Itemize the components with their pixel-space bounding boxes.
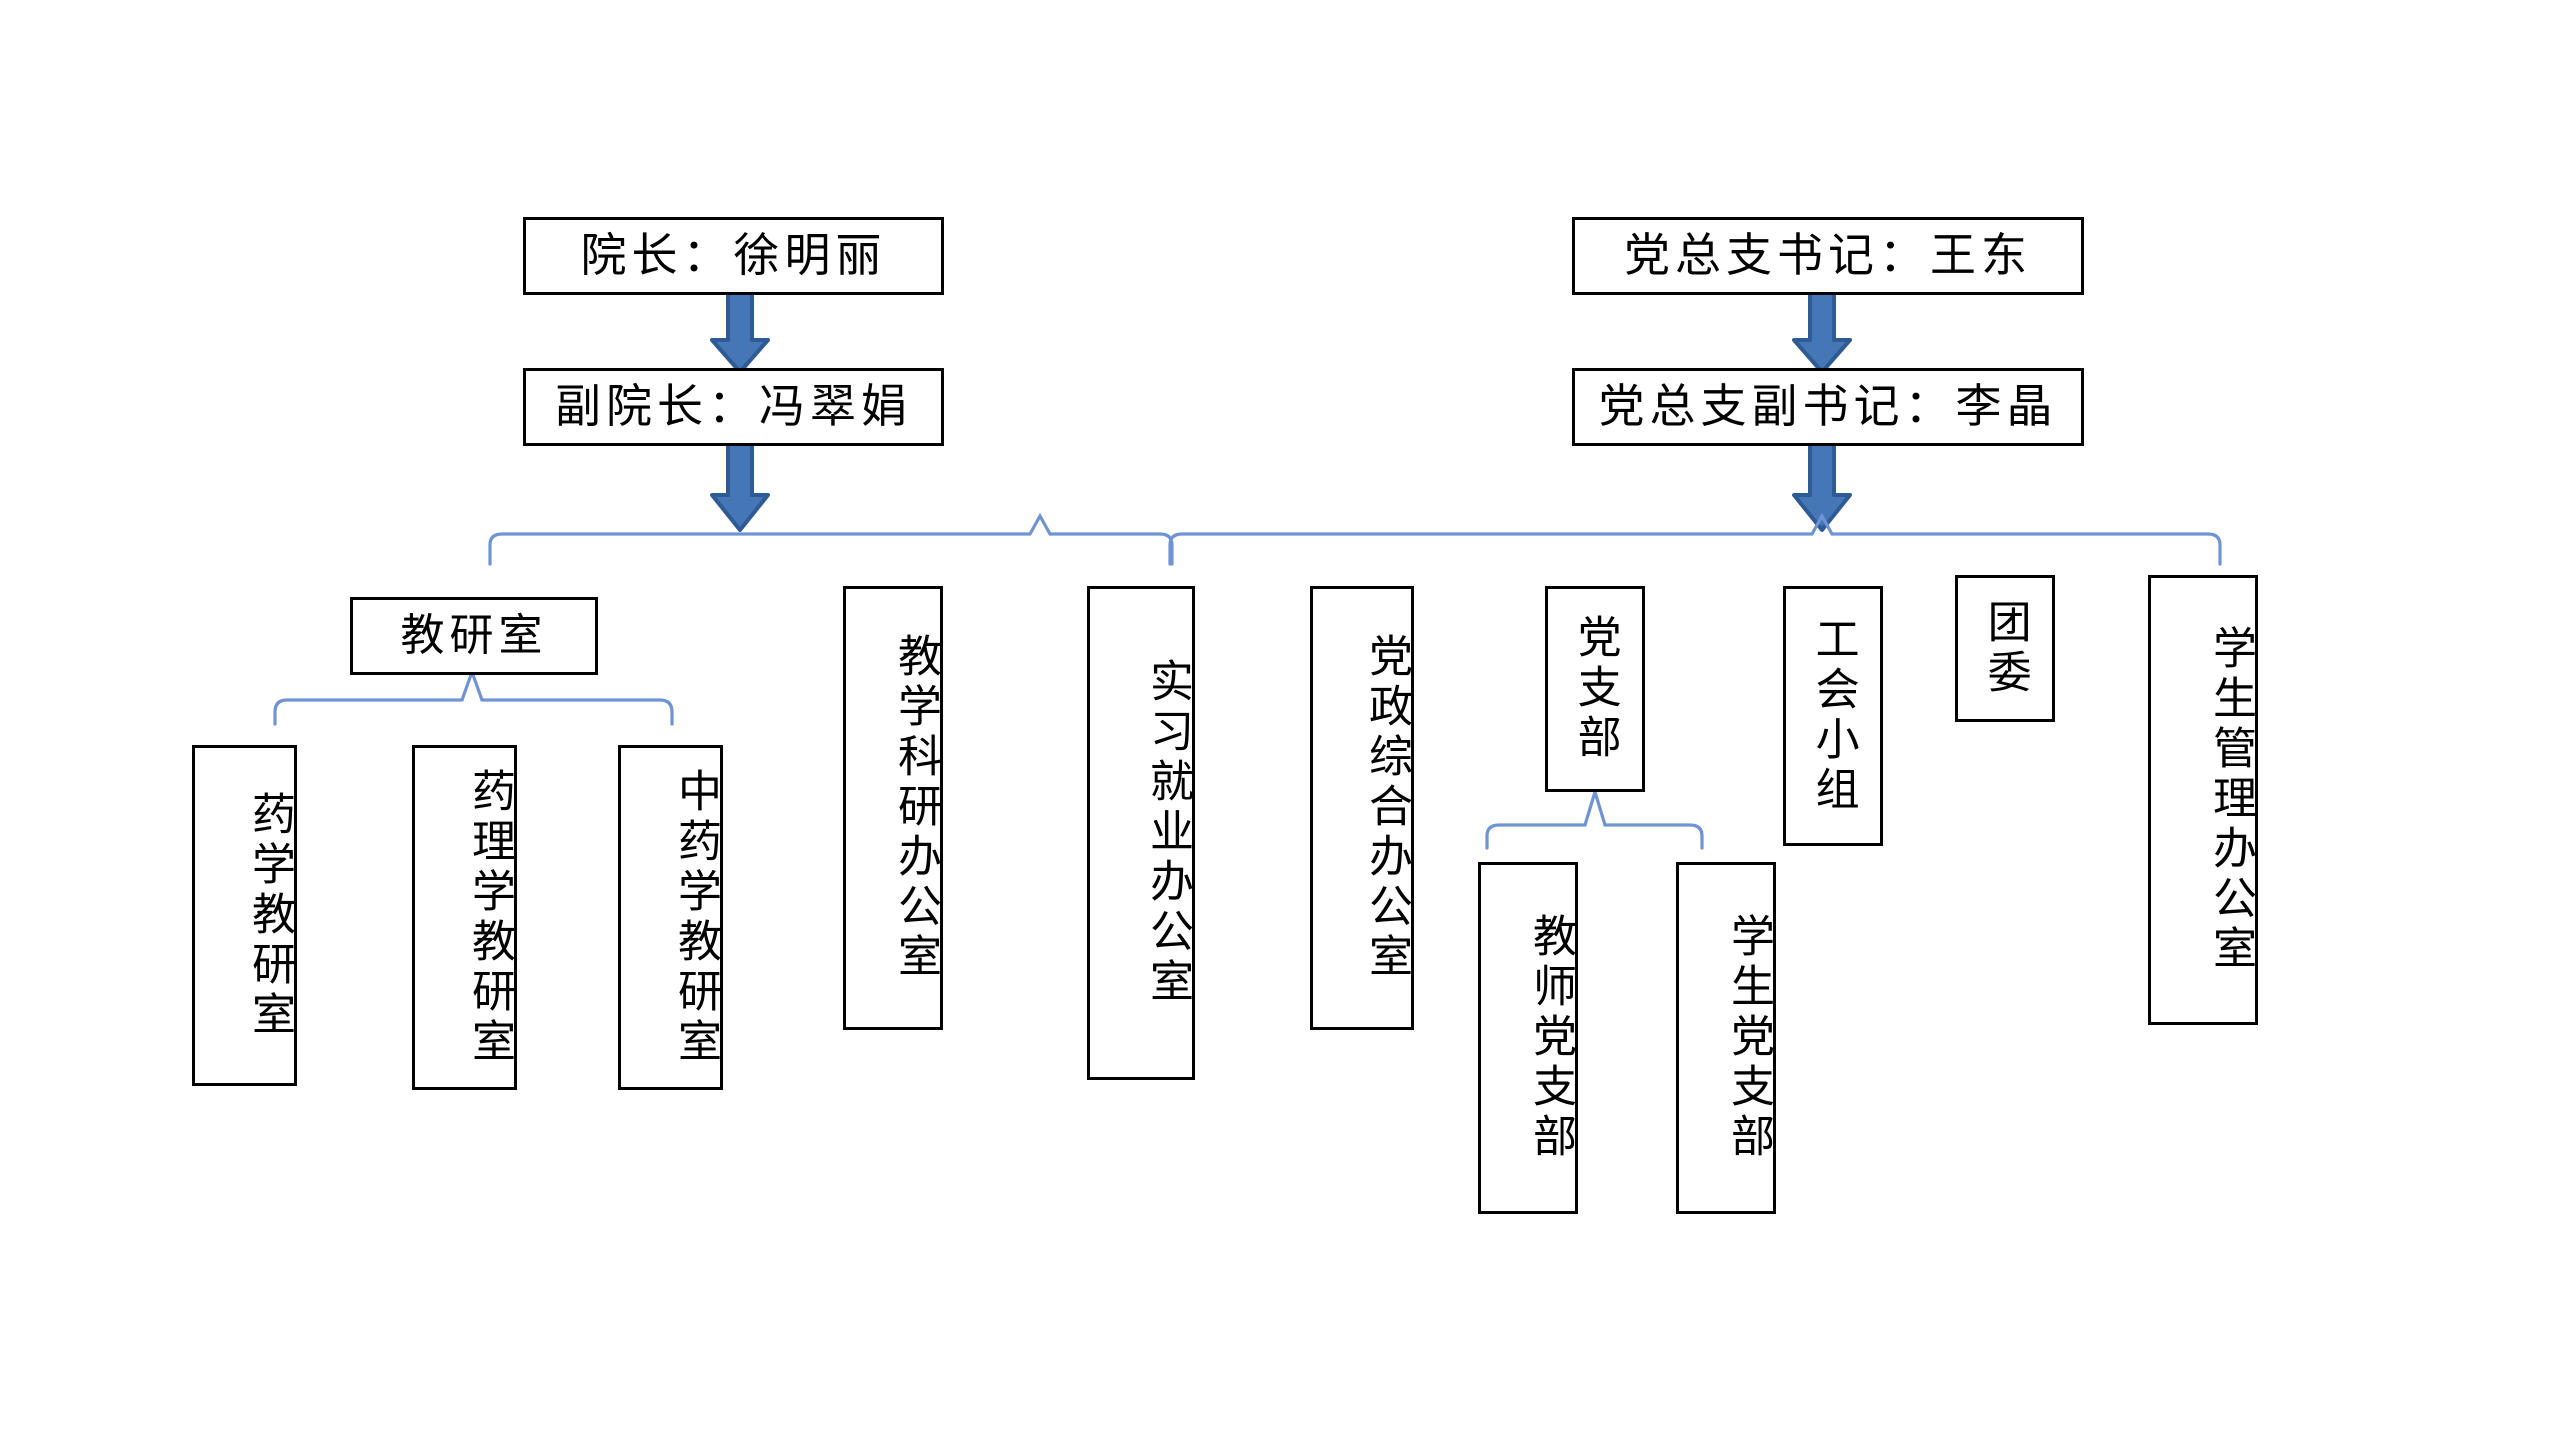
node-teaching-research-office-label: 教研室 (400, 610, 548, 662)
node-party-secretary-label: 党总支书记：王东 (1624, 228, 2032, 283)
node-youth-league-committee-label: 团委 (1979, 598, 2031, 699)
node-teaching-research-office[interactable]: 教研室 (350, 597, 598, 675)
node-teaching-science-office-label: 教学科研办公室 (890, 633, 941, 983)
node-party-secretary[interactable]: 党总支书记：王东 (1572, 217, 2084, 295)
arrow-secretary-to-deputy (1792, 290, 1852, 374)
node-party-admin-general-office-label: 党政综合办公室 (1361, 633, 1412, 983)
node-student-party-branch[interactable]: 学生党支部 (1676, 862, 1776, 1214)
node-student-management-office-label: 学生管理办公室 (2205, 625, 2256, 975)
bracket-party-units (1168, 512, 2222, 566)
bracket-teaching-office-children (273, 667, 674, 726)
arrow-vicedean-to-units (710, 441, 770, 532)
bracket-party-branch-children (1485, 786, 1704, 850)
node-student-management-office[interactable]: 学生管理办公室 (2148, 575, 2258, 1025)
node-union-group-label: 工会小组 (1807, 616, 1859, 816)
node-union-group[interactable]: 工会小组 (1783, 586, 1883, 846)
node-tcm-teaching-office-label: 中药学教研室 (670, 767, 721, 1068)
node-youth-league-committee[interactable]: 团委 (1955, 575, 2055, 722)
node-deputy-party-secretary-label: 党总支副书记：李晶 (1598, 379, 2058, 434)
node-vice-dean-label: 副院长：冯翠娟 (555, 379, 912, 434)
bracket-admin-units (488, 512, 1174, 566)
node-party-branch-label: 党支部 (1569, 614, 1621, 764)
node-internship-employment-office[interactable]: 实习就业办公室 (1087, 586, 1195, 1080)
node-student-party-branch-label: 学生党支部 (1723, 913, 1774, 1163)
node-dean-label: 院长：徐明丽 (580, 228, 887, 283)
node-dean[interactable]: 院长：徐明丽 (523, 217, 944, 295)
node-internship-employment-office-label: 实习就业办公室 (1142, 658, 1193, 1008)
arrow-dean-to-vicedean (710, 290, 770, 374)
node-teacher-party-branch[interactable]: 教师党支部 (1478, 862, 1578, 1214)
node-teacher-party-branch-label: 教师党支部 (1525, 913, 1576, 1163)
node-vice-dean[interactable]: 副院长：冯翠娟 (523, 368, 944, 446)
arrow-deputy-to-units (1792, 441, 1852, 532)
node-party-branch[interactable]: 党支部 (1545, 586, 1645, 792)
node-tcm-teaching-office[interactable]: 中药学教研室 (618, 745, 723, 1090)
node-pharmacology-teaching-office[interactable]: 药理学教研室 (412, 745, 517, 1090)
node-deputy-party-secretary[interactable]: 党总支副书记：李晶 (1572, 368, 2084, 446)
node-teaching-science-office[interactable]: 教学科研办公室 (843, 586, 943, 1030)
node-party-admin-general-office[interactable]: 党政综合办公室 (1310, 586, 1414, 1030)
node-pharmacy-teaching-office-label: 药学教研室 (244, 790, 295, 1041)
node-pharmacy-teaching-office[interactable]: 药学教研室 (192, 745, 297, 1086)
node-pharmacology-teaching-office-label: 药理学教研室 (464, 767, 515, 1068)
